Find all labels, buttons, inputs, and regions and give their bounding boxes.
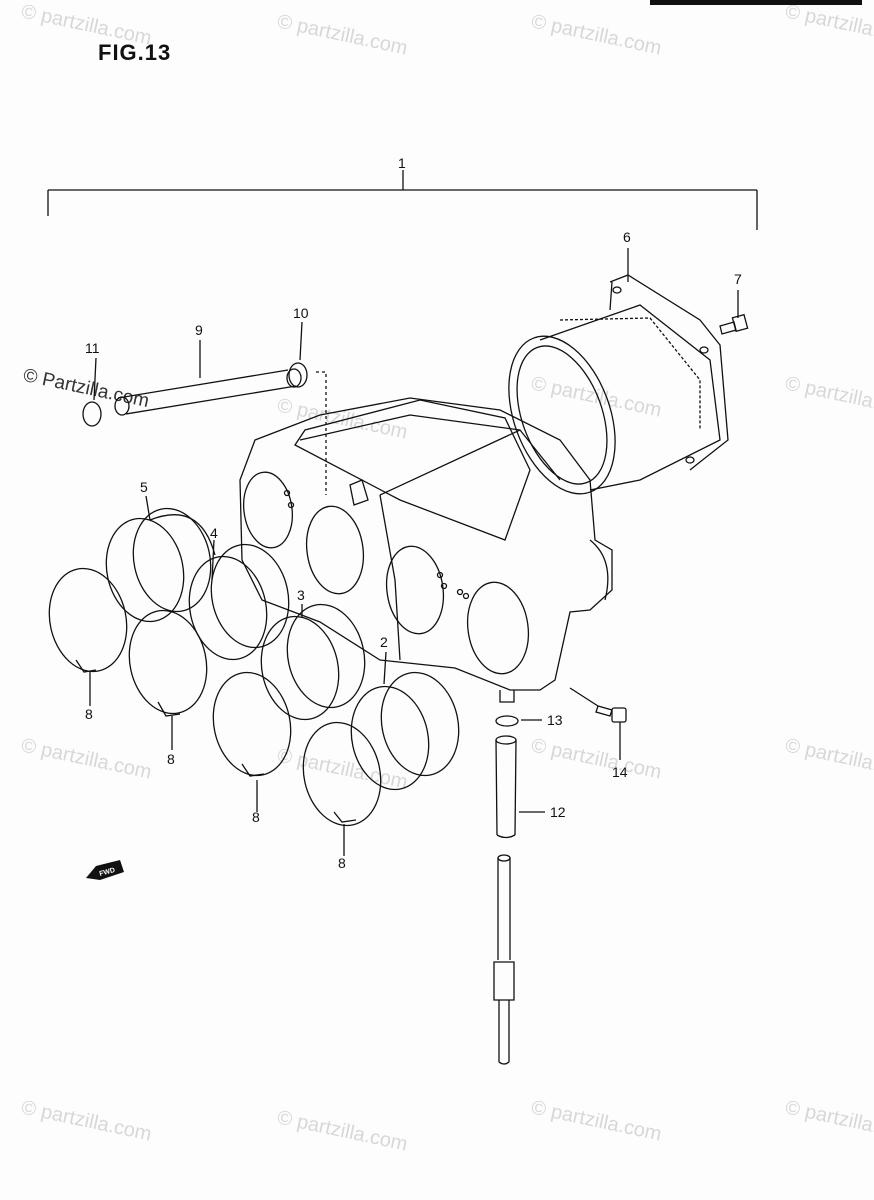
clamp-8-d bbox=[302, 721, 382, 827]
intake-funnel-5 bbox=[105, 507, 216, 623]
callout-5: 5 bbox=[140, 479, 148, 495]
drain-hose-12 bbox=[495, 735, 517, 839]
callout-2: 2 bbox=[380, 634, 388, 650]
callout-11: 11 bbox=[85, 340, 100, 356]
air-cleaner-box bbox=[239, 397, 613, 703]
callout-8: 8 bbox=[167, 751, 175, 767]
intake-funnel-2 bbox=[350, 671, 460, 791]
top-border bbox=[650, 0, 862, 5]
callout-7: 7 bbox=[734, 271, 742, 287]
intake-funnel-4 bbox=[188, 543, 290, 661]
clip-10 bbox=[288, 362, 308, 388]
callout-12: 12 bbox=[550, 804, 566, 820]
callout-10: 10 bbox=[293, 305, 309, 321]
figure-title: FIG.13 bbox=[98, 40, 172, 65]
callout-6: 6 bbox=[623, 229, 631, 245]
o-ring-13 bbox=[495, 715, 519, 727]
callout-8: 8 bbox=[85, 706, 93, 722]
fwd-arrow: FWD bbox=[86, 860, 124, 880]
callout-14: 14 bbox=[612, 764, 628, 780]
callout-8: 8 bbox=[338, 855, 346, 871]
footer-fine-print bbox=[380, 1172, 510, 1177]
bolt-14 bbox=[595, 705, 627, 723]
clamp-8-c bbox=[212, 671, 292, 777]
callout-13: 13 bbox=[547, 712, 563, 728]
clip-11 bbox=[82, 401, 102, 427]
fwd-label: FWD bbox=[99, 867, 116, 878]
drain-plug bbox=[493, 854, 515, 1065]
callout-4: 4 bbox=[210, 525, 218, 541]
drain-pipe-9 bbox=[114, 368, 302, 416]
filter-element bbox=[508, 274, 729, 495]
clamp-8-a bbox=[48, 567, 128, 673]
bolt-7 bbox=[719, 313, 749, 335]
callout-9: 9 bbox=[195, 322, 203, 338]
callout-1: 1 bbox=[398, 155, 406, 171]
intake-funnel-3 bbox=[260, 603, 366, 721]
callout-3: 3 bbox=[297, 587, 305, 603]
callout-8: 8 bbox=[252, 809, 260, 825]
assembly-bracket bbox=[47, 172, 758, 230]
clamp-8-b bbox=[128, 609, 208, 717]
